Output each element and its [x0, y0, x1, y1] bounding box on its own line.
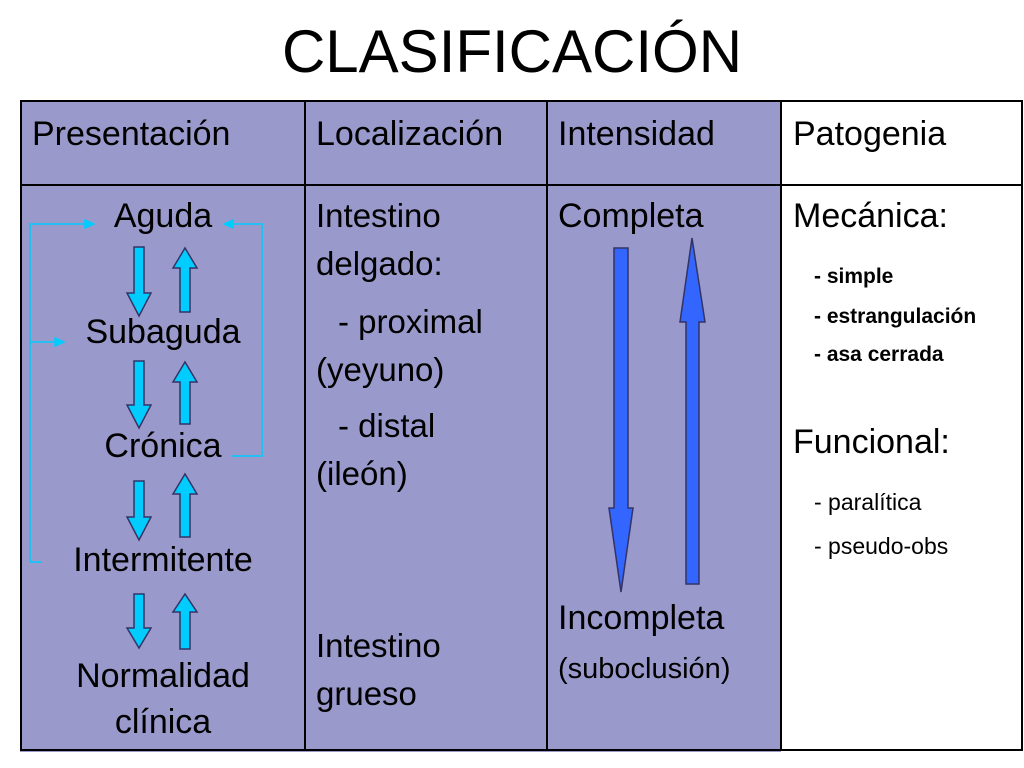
patogenia-simple: - simple [814, 265, 894, 288]
patogenia-asa-cerrada: - asa cerrada [814, 343, 944, 366]
header-intensidad: Intensidad [558, 115, 715, 153]
presentacion-subaguda: Subaguda [85, 313, 241, 351]
patogenia-estrangulacion: - estrangulación [814, 305, 977, 328]
localizacion-delgado-line1: Intestino [316, 197, 441, 234]
intensidad-suboclusion: (suboclusión) [558, 653, 731, 685]
intensidad-completa: Completa [558, 197, 704, 235]
localizacion-grueso-line1: Intestino [316, 627, 441, 664]
presentacion-cronica: Crónica [104, 427, 222, 465]
header-patogenia: Patogenia [793, 115, 947, 153]
intensidad-incompleta: Incompleta [558, 599, 725, 637]
presentacion-arrows [125, 246, 199, 650]
table-background [20, 100, 781, 752]
presentacion-normalidad: Normalidad [76, 657, 250, 695]
patogenia-funcional: Funcional: [793, 423, 950, 461]
patogenia-mecanica: Mecánica: [793, 197, 948, 235]
header-presentacion: Presentación [32, 115, 231, 153]
presentacion-intermitente: Intermitente [73, 541, 253, 579]
presentacion-aguda: Aguda [113, 197, 213, 235]
patogenia-pseudo-obs: - pseudo-obs [814, 533, 949, 559]
presentacion-clinica: clínica [114, 703, 212, 741]
presentacion-connectors [29, 218, 263, 563]
localizacion-distal: - distal [338, 407, 436, 444]
intensidad-arrows [608, 237, 706, 593]
localizacion-proximal: - proximal [338, 303, 483, 340]
patogenia-column-background [781, 100, 1024, 752]
header-localizacion: Localización [316, 115, 504, 153]
localizacion-yeyuno: (yeyuno) [316, 351, 445, 388]
table-border [20, 100, 1023, 751]
localizacion-ileon: (ileón) [316, 455, 408, 492]
localizacion-grueso-line2: grueso [316, 675, 417, 712]
patogenia-paralitica: - paralítica [814, 489, 922, 515]
localizacion-delgado-line2: delgado: [316, 245, 443, 282]
slide-title: CLASIFICACIÓN [281, 18, 743, 85]
